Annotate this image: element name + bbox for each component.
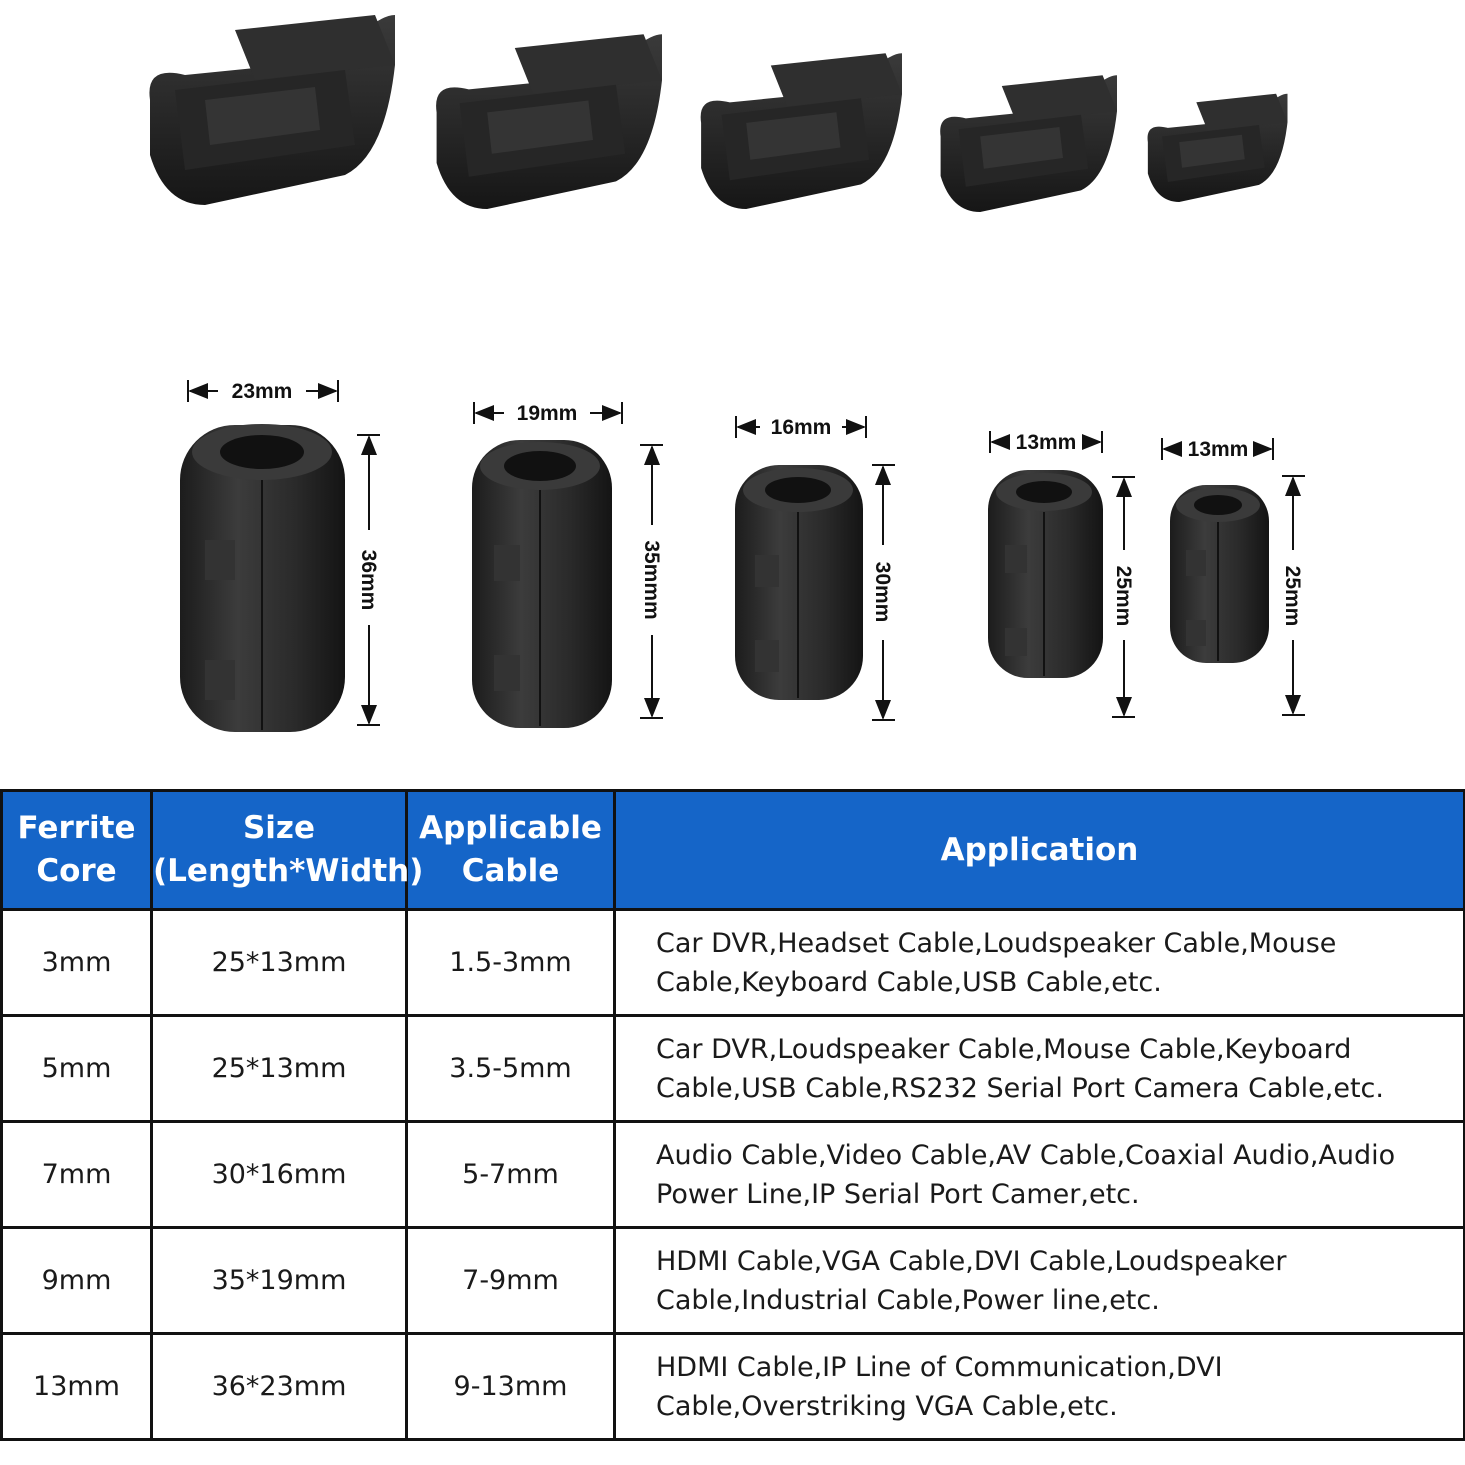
table-row: 5mm 25*13mm 3.5-5mm Car DVR,Loudspeaker … (0, 1014, 1465, 1123)
height-dimension-2: 35mmm (640, 444, 663, 719)
closed-ferrite-core-4 (988, 470, 1103, 678)
width-label-2: 19mm (517, 402, 578, 425)
product-illustration: 23mm 36mm 19mm 35mmm (149, 15, 1305, 732)
header-ferrite-core: Ferrite Core (0, 789, 153, 911)
cell-core: 3mm (0, 908, 153, 1017)
spec-table: Ferrite Core Size (Length*Width) Applica… (0, 789, 1465, 1441)
height-label-1: 36mm (357, 550, 380, 611)
cell-core: 5mm (0, 1014, 153, 1123)
width-dimension-4: 13mm (989, 431, 1103, 454)
cell-application: Car DVR,Loudspeaker Cable,Mouse Cable,Ke… (613, 1014, 1465, 1123)
cell-size: 30*16mm (150, 1120, 408, 1229)
width-label-3: 16mm (771, 416, 832, 439)
closed-ferrite-core-3 (735, 465, 863, 700)
open-ferrite-core-3 (700, 53, 902, 210)
header-size: Size (Length*Width) (150, 789, 423, 911)
height-dimension-4: 25mm (1112, 476, 1135, 718)
cell-application: HDMI Cable,IP Line of Communication,DVI … (613, 1332, 1465, 1441)
cell-core: 9mm (0, 1226, 153, 1335)
cell-application: Audio Cable,Video Cable,AV Cable,Coaxial… (613, 1120, 1465, 1229)
width-label-5: 13mm (1188, 438, 1249, 461)
cell-core: 13mm (0, 1332, 153, 1441)
cell-size: 35*19mm (150, 1226, 408, 1335)
cell-size: 25*13mm (150, 908, 408, 1017)
height-label-3: 30mm (871, 562, 894, 623)
table-header-row: Ferrite Core Size (Length*Width) Applica… (0, 789, 1465, 911)
table-row: 9mm 35*19mm 7-9mm HDMI Cable,VGA Cable,D… (0, 1226, 1465, 1335)
cell-cable: 9-13mm (405, 1332, 616, 1441)
cell-application: Car DVR,Headset Cable,Loudspeaker Cable,… (613, 908, 1465, 1017)
table-row: 7mm 30*16mm 5-7mm Audio Cable,Video Cabl… (0, 1120, 1465, 1229)
cell-cable: 1.5-3mm (405, 908, 616, 1017)
width-label-1: 23mm (232, 380, 293, 403)
height-label-5: 25mm (1281, 566, 1304, 627)
height-label-2: 35mmm (640, 540, 663, 619)
width-dimension-3: 16mm (735, 416, 867, 439)
cell-size: 25*13mm (150, 1014, 408, 1123)
table-row: 3mm 25*13mm 1.5-3mm Car DVR,Headset Cabl… (0, 908, 1465, 1017)
open-ferrite-core-5 (1147, 93, 1288, 202)
table-row: 13mm 36*23mm 9-13mm HDMI Cable,IP Line o… (0, 1332, 1465, 1441)
height-label-4: 25mm (1112, 566, 1135, 627)
cell-application: HDMI Cable,VGA Cable,DVI Cable,Loudspeak… (613, 1226, 1465, 1335)
height-dimension-5: 25mm (1281, 475, 1305, 716)
cell-size: 36*23mm (150, 1332, 408, 1441)
height-dimension-3: 30mm (871, 464, 895, 721)
cell-cable: 3.5-5mm (405, 1014, 616, 1123)
cell-core: 7mm (0, 1120, 153, 1229)
open-ferrite-core-1 (149, 15, 395, 205)
header-application: Application (613, 789, 1465, 911)
open-ferrite-core-2 (436, 34, 662, 210)
height-dimension-1: 36mm (357, 434, 380, 726)
width-dimension-5: 13mm (1161, 438, 1274, 461)
closed-ferrite-core-5 (1170, 485, 1269, 663)
width-dimension-1: 23mm (187, 380, 339, 403)
header-applicable-cable: Applicable Cable (405, 789, 616, 911)
closed-ferrite-core-1 (180, 424, 345, 732)
cell-cable: 5-7mm (405, 1120, 616, 1229)
width-label-4: 13mm (1016, 431, 1077, 454)
cell-cable: 7-9mm (405, 1226, 616, 1335)
open-ferrite-core-4 (940, 75, 1117, 212)
closed-ferrite-core-2 (472, 440, 612, 728)
width-dimension-2: 19mm (473, 402, 623, 425)
